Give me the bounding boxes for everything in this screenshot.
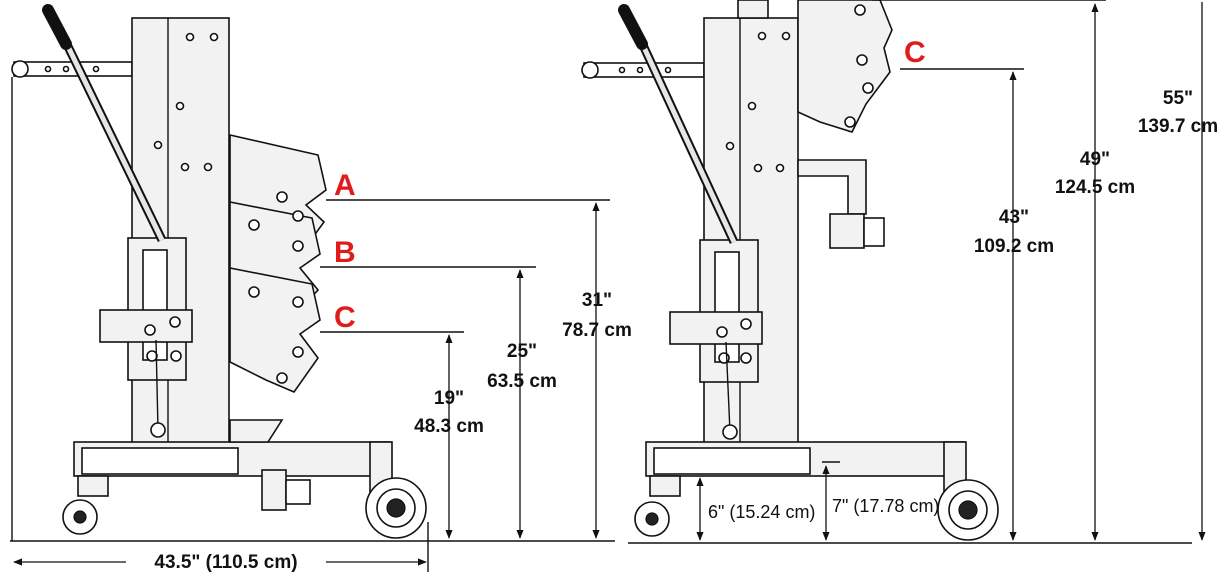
right-front-hub-icon	[958, 500, 978, 520]
left-cart-view	[10, 4, 615, 572]
left-arm-hole-icon	[62, 65, 70, 73]
right-arm-hole-icon	[664, 66, 672, 74]
right-plate-bolt-icon	[740, 318, 752, 330]
right-base-inner	[653, 447, 811, 475]
position-label-c-right: C	[904, 36, 926, 69]
left-motor-box	[261, 469, 287, 511]
left-release-knob-icon	[150, 422, 166, 438]
left-base-inner	[81, 447, 239, 475]
height-mid-inch: 49"	[1080, 149, 1110, 170]
left-plate-bolt-icon	[144, 324, 156, 336]
right-arm-hole-icon	[636, 66, 644, 74]
overall-length: 43.5" (110.5 cm)	[154, 552, 297, 573]
position-label-b: B	[334, 236, 356, 269]
plate-bolt-icon	[248, 219, 260, 231]
left-base-bracket	[229, 419, 284, 443]
right-release-knob-icon	[722, 424, 738, 440]
right-mount-plate	[669, 311, 763, 345]
right-rear-caster-mount	[649, 475, 681, 497]
left-mast-hole-icon	[185, 32, 195, 42]
left-mast-hole-icon	[153, 140, 163, 150]
height-c-inch: 19"	[434, 388, 464, 409]
height-top-inch: 55"	[1163, 88, 1193, 109]
left-mast-hole-icon	[180, 162, 190, 172]
right-ram-cap	[863, 217, 885, 247]
right-mast-hole-icon	[757, 31, 767, 41]
height-top-cm: 139.7 cm	[1138, 116, 1218, 137]
right-plate-bolt-icon	[844, 116, 856, 128]
left-mast-hole-icon	[175, 101, 185, 111]
right-cylinder	[714, 251, 740, 363]
height-c-cm: 48.3 cm	[414, 416, 484, 437]
height-c-right-cm: 109.2 cm	[974, 236, 1054, 257]
right-rear-arm	[583, 62, 705, 78]
position-label-c: C	[334, 301, 356, 334]
left-front-hub-icon	[386, 498, 406, 518]
left-mast-hole-icon	[203, 162, 213, 172]
left-plate-bolt-icon	[169, 316, 181, 328]
right-plate-bolt-icon	[856, 54, 868, 66]
height-b-inch: 25"	[507, 341, 537, 362]
right-plate-bolt-icon	[862, 82, 874, 94]
plate-bolt-icon	[276, 191, 288, 203]
right-plate-bolt-icon	[854, 4, 866, 16]
right-cart-view	[581, 0, 1206, 544]
plate-bolt-icon	[276, 372, 288, 384]
plate-bolt-icon	[292, 240, 304, 252]
right-rear-hub-icon	[645, 512, 659, 526]
plate-bolt-icon	[248, 286, 260, 298]
right-plate-bolt-icon	[716, 326, 728, 338]
right-handle-grip	[618, 4, 648, 50]
right-plate-bolt-icon	[740, 352, 752, 364]
left-mast	[131, 17, 230, 447]
right-mast-hole-icon	[753, 163, 763, 173]
plate-bolt-icon	[292, 346, 304, 358]
height-a-inch: 31"	[582, 290, 612, 311]
left-rear-caster-mount	[77, 475, 109, 497]
height-a-cm: 78.7 cm	[562, 320, 632, 341]
left-arm-roller	[11, 60, 29, 78]
right-arm-hole-icon	[618, 66, 626, 74]
right-mast-hole-icon	[747, 101, 757, 111]
left-plate-bolt-icon	[146, 350, 158, 362]
right-arm-roller	[581, 61, 599, 79]
plate-bolt-icon	[292, 296, 304, 308]
base-top-height: 7" (17.78 cm)	[832, 496, 939, 516]
right-mast-hole-icon	[781, 31, 791, 41]
left-arm-hole-icon	[44, 65, 52, 73]
left-arm-hole-icon	[92, 65, 100, 73]
left-cylinder	[142, 249, 168, 361]
right-ram-bracket	[797, 159, 867, 215]
left-handle-grip	[42, 4, 72, 50]
plate-bolt-icon	[292, 210, 304, 222]
left-plate-bolt-icon	[170, 350, 182, 362]
right-release-rod	[725, 341, 731, 433]
position-label-a: A	[334, 169, 356, 202]
height-b-cm: 63.5 cm	[487, 371, 557, 392]
left-rear-hub-icon	[73, 510, 87, 524]
right-mast-hole-icon	[775, 163, 785, 173]
left-mast-hole-icon	[209, 32, 219, 42]
height-c-right-inch: 43"	[999, 207, 1029, 228]
right-mast-top	[737, 0, 769, 19]
base-height: 6" (15.24 cm)	[708, 502, 815, 522]
right-lift-plate-raised	[797, 0, 893, 133]
left-release-rod	[155, 339, 159, 431]
right-mast-hole-icon	[725, 141, 735, 151]
left-lift-head	[229, 133, 327, 393]
lift-plate-c	[229, 267, 321, 393]
right-ram-block	[829, 213, 865, 249]
left-motor-cap	[285, 479, 311, 505]
height-mid-cm: 124.5 cm	[1055, 177, 1135, 198]
